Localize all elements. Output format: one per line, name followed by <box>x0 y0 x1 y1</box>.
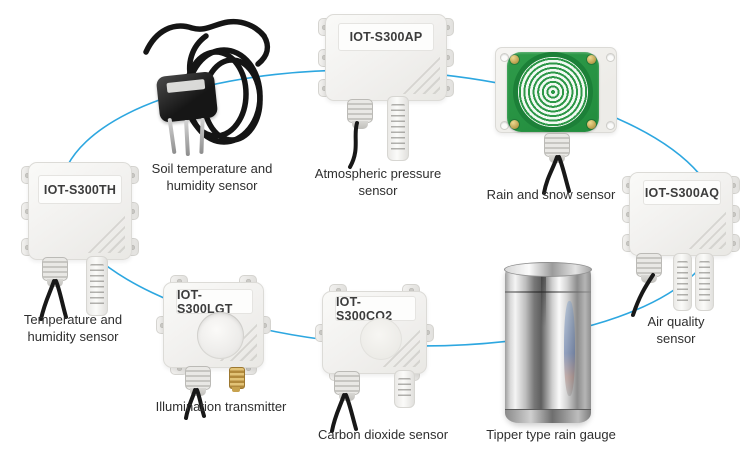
cable-path <box>195 388 206 418</box>
cable-path <box>348 121 359 169</box>
caption-temperature-humidity: Temperature and humidity sensor <box>23 312 123 345</box>
caption-air-quality: Air quality sensor <box>647 314 705 347</box>
caption-rain-snow: Rain and snow sensor <box>486 187 616 202</box>
cable-path <box>542 155 559 195</box>
cable-path <box>557 155 571 193</box>
cable-gland <box>42 257 68 287</box>
gas-port <box>360 318 402 360</box>
mounting-hole <box>606 121 615 130</box>
screw <box>510 120 519 129</box>
heater-rings <box>513 52 593 132</box>
gauge-base <box>505 409 591 423</box>
gauge-cylinder <box>505 265 591 423</box>
model-label: IOT-S300CO2 <box>335 295 416 323</box>
model-label: IOT-S300AQ <box>643 180 721 205</box>
cable <box>542 155 571 195</box>
cable-path <box>184 388 197 420</box>
model-text: IOT-S300LGT <box>177 287 233 316</box>
soil-sensor-label <box>166 79 206 94</box>
sensing-plate <box>507 52 599 132</box>
gauge-reflection <box>564 301 575 396</box>
screw <box>587 120 596 129</box>
cable <box>39 279 68 321</box>
model-label: IOT-S300AP <box>338 23 434 51</box>
vent-grooves <box>682 209 726 249</box>
vent-grooves <box>81 213 125 253</box>
gauge-reflection <box>541 269 546 327</box>
temperature-humidity-sensor: IOT-S300TH <box>21 162 139 321</box>
caption-illumination: Illumination transmitter <box>155 399 287 414</box>
light-dome <box>197 312 244 359</box>
cable-path <box>330 393 346 433</box>
model-label: IOT-S300LGT <box>176 287 253 316</box>
model-text: IOT-S300AQ <box>644 185 720 200</box>
air-probe <box>673 253 692 311</box>
cable <box>631 273 655 317</box>
vent-grooves <box>396 54 440 94</box>
cable-gland <box>347 99 373 129</box>
air-probe <box>695 253 714 311</box>
rain-gauge <box>504 262 592 423</box>
soil-sensor-body <box>155 71 219 123</box>
model-text: IOT-S300TH <box>43 182 117 197</box>
model-text: IOT-S300AP <box>349 30 423 44</box>
caption-rain-gauge: Tipper type rain gauge <box>486 427 616 442</box>
mounting-hole <box>606 53 615 62</box>
rain-snow-sensor <box>495 47 617 195</box>
cable <box>330 393 358 433</box>
gauge-top-rim <box>504 262 592 277</box>
gauge-seam <box>505 291 591 293</box>
pressure-probe <box>387 96 409 161</box>
humidity-probe <box>86 256 108 316</box>
cable-path <box>631 273 655 317</box>
cable <box>184 388 206 420</box>
cable-path <box>255 33 271 67</box>
cable-gland <box>334 371 360 401</box>
caption-soil-sensor: Soil temperature and humidity sensor <box>151 161 273 194</box>
screw <box>587 55 596 64</box>
illumination-transmitter: IOT-S300LGT <box>156 275 271 420</box>
cable-path <box>344 393 358 431</box>
air-quality-sensor: IOT-S300AQ <box>622 172 740 317</box>
carbon-dioxide-sensor: IOT-S300CO2 <box>315 284 434 433</box>
antenna-connector <box>229 367 245 392</box>
co2-probe <box>394 370 415 408</box>
caption-atmospheric-pressure: Atmospheric pressure sensor <box>314 166 442 199</box>
caption-carbon-dioxide: Carbon dioxide sensor <box>317 427 449 442</box>
model-label: IOT-S300TH <box>38 175 122 204</box>
screw <box>510 55 519 64</box>
soil-sensor <box>140 12 285 162</box>
cable-path <box>143 18 267 55</box>
cable-gland <box>636 253 662 283</box>
cable <box>348 121 359 169</box>
cable-gland <box>544 133 570 163</box>
cable-path <box>39 279 56 321</box>
cable-gland <box>185 366 211 396</box>
cable-path <box>54 279 68 319</box>
atmospheric-pressure-sensor: IOT-S300AP <box>318 14 454 169</box>
